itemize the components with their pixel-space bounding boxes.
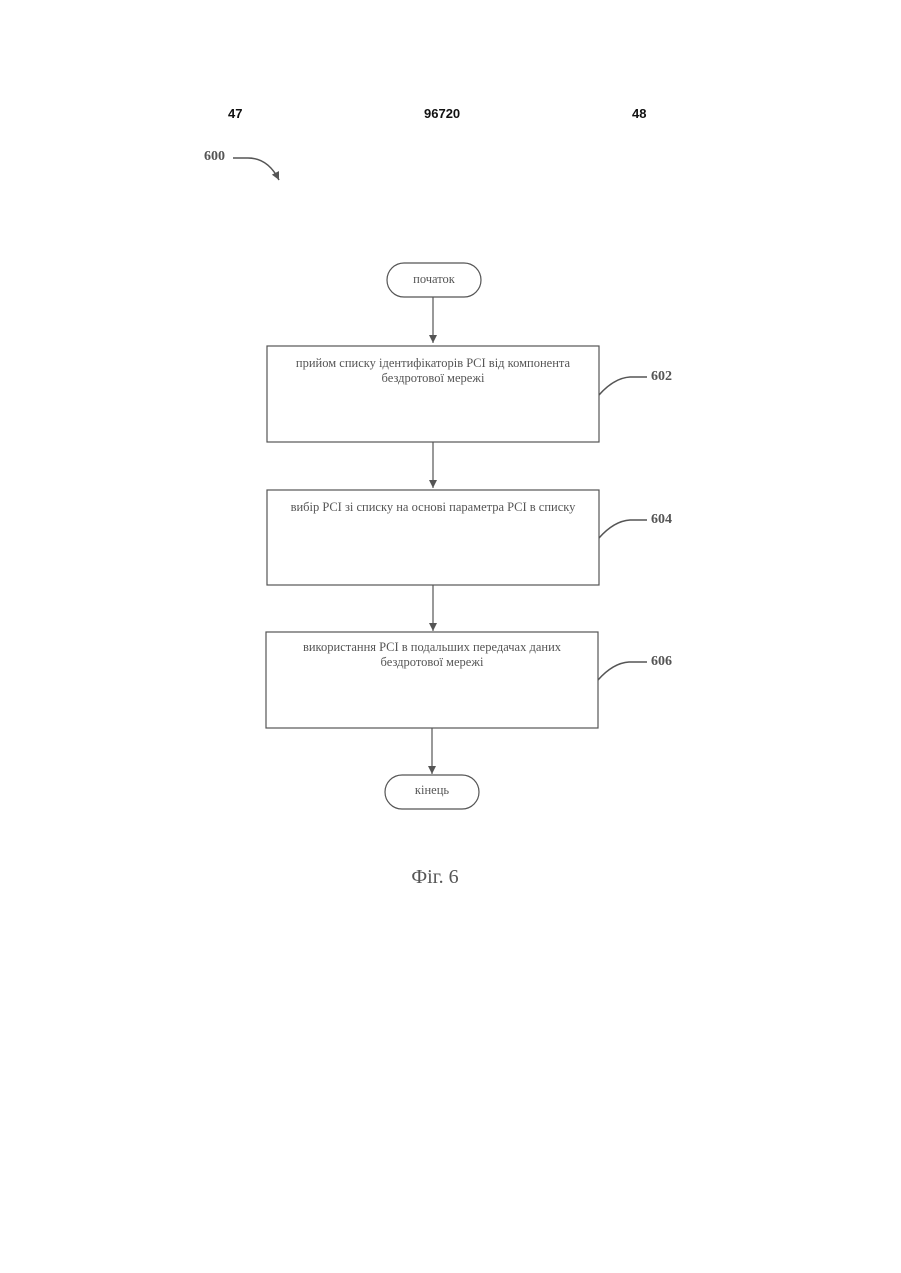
ref-leader-606 xyxy=(598,662,647,680)
figure-ref-arrow xyxy=(233,158,279,180)
start-label: початок xyxy=(387,272,481,287)
step-ref-606: 606 xyxy=(651,654,672,670)
end-label: кінець xyxy=(385,783,479,798)
step-text-602: прийом списку ідентифікаторів PCI від ко… xyxy=(277,356,589,386)
ref-leader-604 xyxy=(599,520,647,538)
step-text-604: вибір PCI зі списку на основі параметра … xyxy=(271,500,595,515)
step-ref-602: 602 xyxy=(651,369,672,385)
ref-leader-602 xyxy=(599,377,647,395)
step-ref-604: 604 xyxy=(651,512,672,528)
figure-ref-label: 600 xyxy=(204,149,225,165)
figure-caption: Фіг. 6 xyxy=(380,866,490,889)
step-text-606: використання PCI в подальших передачах д… xyxy=(286,640,578,670)
